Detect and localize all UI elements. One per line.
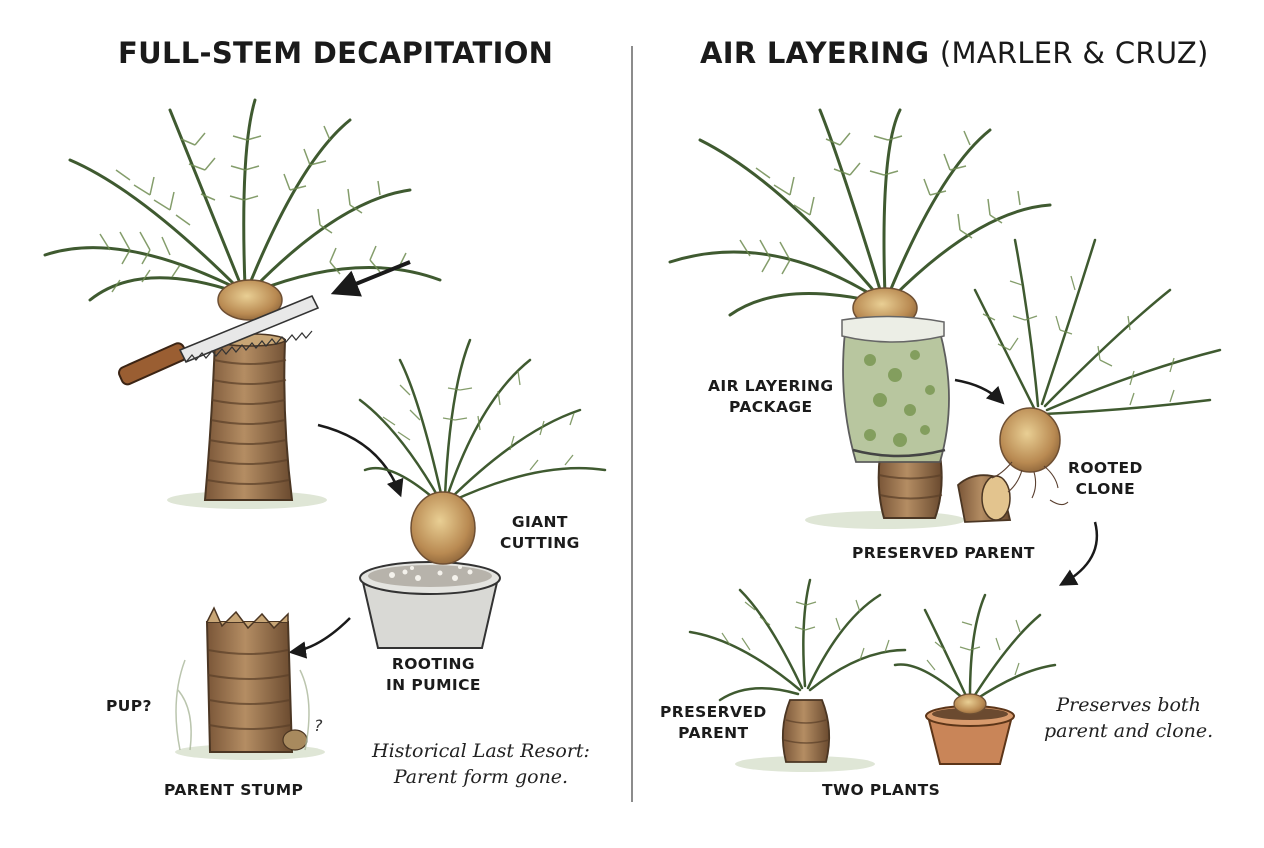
weed-sketch bbox=[175, 659, 310, 751]
label-line: IN PUMICE bbox=[386, 676, 481, 694]
right-title-sub: (MARLER & CRUZ) bbox=[939, 36, 1209, 70]
cycad-crown-left bbox=[43, 98, 442, 302]
label-line: CUTTING bbox=[500, 534, 580, 552]
preserved-parent-plant-crown bbox=[688, 578, 907, 702]
label-line: PACKAGE bbox=[729, 398, 813, 416]
arrow-to-two-plants bbox=[1058, 521, 1099, 586]
label-rooted-clone: ROOTED CLONE bbox=[1068, 458, 1143, 500]
preserved-parent-plant-trunk bbox=[781, 699, 831, 763]
cut-stub bbox=[957, 474, 1012, 523]
cycad-crown-right bbox=[668, 108, 1052, 317]
label-line: AIR LAYERING bbox=[708, 377, 834, 395]
arrow-to-clone bbox=[954, 378, 1005, 405]
label-parent-stump: PARENT STUMP bbox=[164, 780, 303, 801]
label-line: PARENT STUMP bbox=[164, 781, 304, 799]
label-line: PARENT bbox=[678, 724, 749, 742]
pup-bud bbox=[282, 729, 308, 751]
arrow-to-cutting bbox=[317, 423, 404, 498]
label-preserved-parent-bottom: PRESERVED PARENT bbox=[660, 702, 767, 744]
label-air-layering-package: AIR LAYERING PACKAGE bbox=[708, 376, 834, 418]
label-two-plants: TWO PLANTS bbox=[822, 780, 940, 801]
cone-left bbox=[217, 279, 283, 321]
label-line: PUP? bbox=[106, 697, 152, 715]
label-giant-cutting: GIANT CUTTING bbox=[500, 512, 580, 554]
note-line: parent and clone. bbox=[1044, 720, 1214, 742]
note-line: Parent form gone. bbox=[393, 766, 569, 788]
label-line: PRESERVED PARENT bbox=[852, 544, 1035, 562]
label-line: ROOTED bbox=[1068, 459, 1143, 477]
clone-roots bbox=[991, 461, 1069, 506]
cut-direction-arrow bbox=[330, 260, 411, 297]
rooted-clone-crown bbox=[973, 238, 1222, 416]
potted-clone-crown bbox=[893, 593, 1057, 702]
cutting-caudex bbox=[410, 491, 476, 565]
left-panel-title: FULL-STEM DECAPITATION bbox=[118, 36, 553, 70]
clone-caudex bbox=[999, 407, 1061, 473]
right-title-text: AIR LAYERING bbox=[700, 36, 930, 70]
note-preserves-both: Preserves both parent and clone. bbox=[1044, 692, 1213, 744]
terracotta-pot bbox=[925, 705, 1015, 765]
label-pup: PUP? bbox=[106, 696, 152, 717]
note-historical-last-resort: Historical Last Resort: Parent form gone… bbox=[372, 738, 590, 790]
label-question-mark: ? bbox=[314, 716, 323, 735]
saw-icon bbox=[118, 294, 320, 386]
cycad-trunk-left bbox=[203, 333, 294, 501]
right-panel-title: AIR LAYERING (MARLER & CRUZ) bbox=[700, 36, 1209, 70]
air-layering-package bbox=[841, 315, 950, 463]
potted-clone-caudex bbox=[953, 693, 987, 715]
note-line: Historical Last Resort: bbox=[372, 740, 590, 762]
note-line: Preserves both bbox=[1056, 694, 1201, 716]
giant-cutting-crown bbox=[358, 338, 607, 504]
pumice-pot bbox=[359, 561, 501, 649]
left-title-text: FULL-STEM DECAPITATION bbox=[118, 36, 554, 70]
cycad-trunk-right bbox=[877, 454, 943, 519]
label-line: CLONE bbox=[1075, 480, 1136, 498]
label-line: TWO PLANTS bbox=[822, 781, 941, 799]
parent-stump bbox=[205, 606, 308, 753]
arrow-to-stump bbox=[288, 617, 351, 659]
label-line: PRESERVED bbox=[660, 703, 767, 721]
label-line: GIANT bbox=[511, 513, 568, 531]
ground-shadow bbox=[735, 756, 875, 772]
label-preserved-parent-top: PRESERVED PARENT bbox=[852, 543, 1035, 564]
label-line: ROOTING bbox=[391, 655, 475, 673]
label-rooting-in-pumice: ROOTING IN PUMICE bbox=[386, 654, 481, 696]
